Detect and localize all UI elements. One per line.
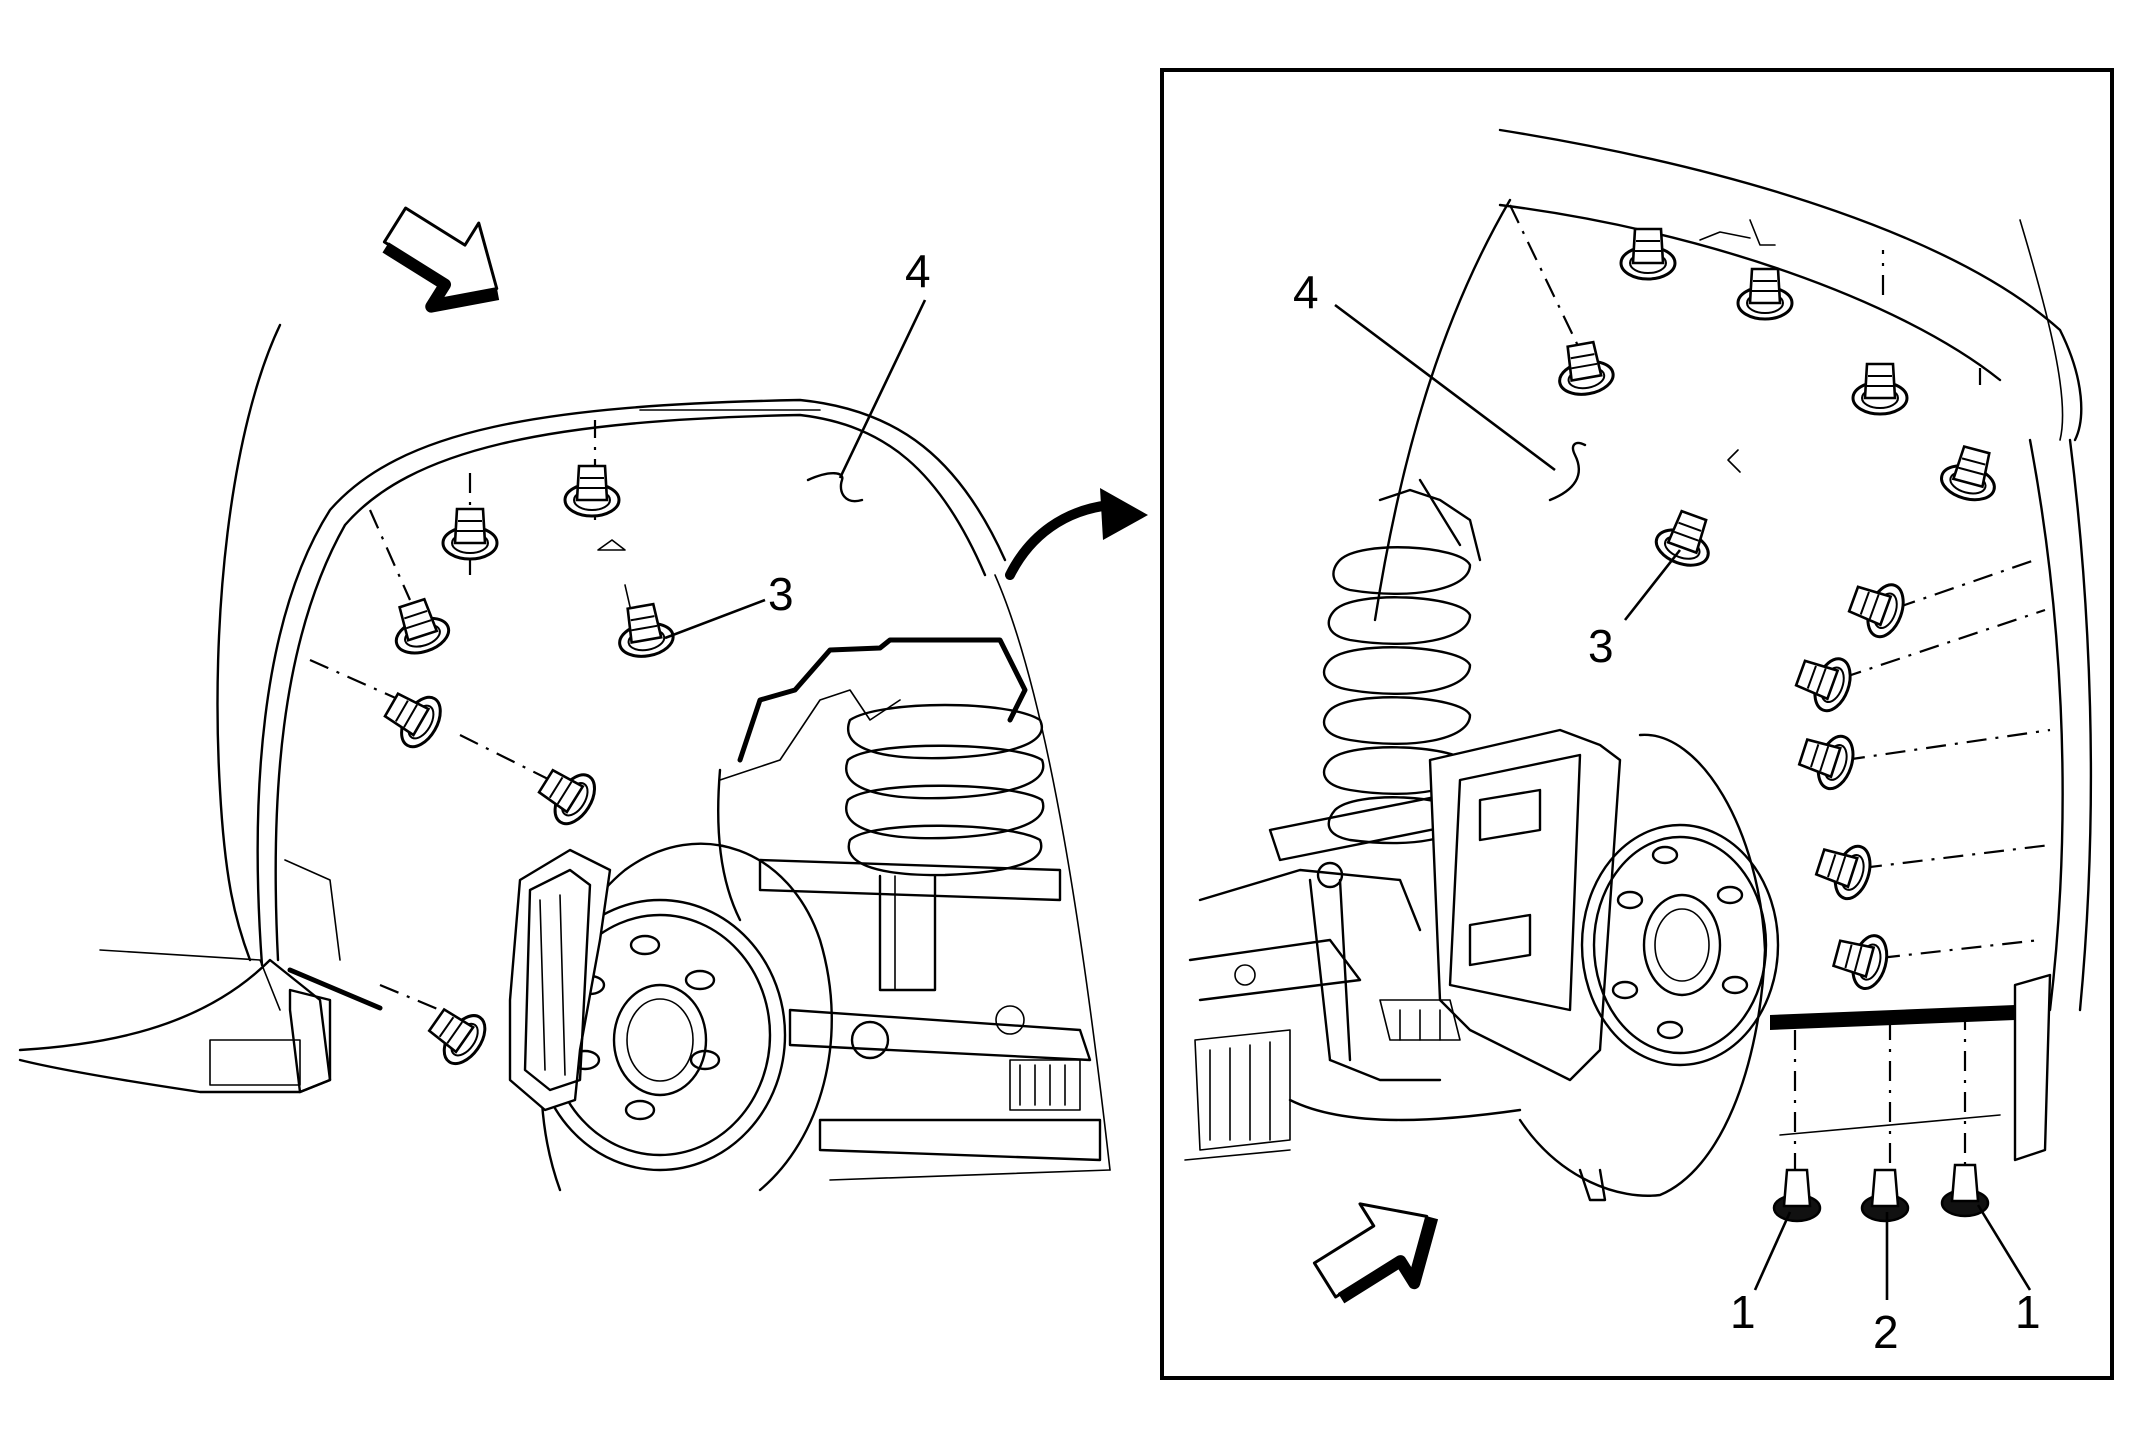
liner-bottom-strip xyxy=(1770,1005,2015,1030)
fastener xyxy=(1789,646,1859,718)
fastener xyxy=(530,756,605,833)
fastener xyxy=(1552,338,1618,400)
fastener xyxy=(441,507,499,561)
bolt xyxy=(1772,1168,1822,1223)
fastener xyxy=(1842,572,1912,644)
callout-liner: 4 xyxy=(905,245,931,297)
detail-transition-arrow-icon xyxy=(1005,488,1148,580)
callout-bolt-left: 1 xyxy=(1730,1286,1756,1338)
fastener xyxy=(1736,267,1794,321)
fastener xyxy=(563,464,621,518)
fastener xyxy=(1851,362,1909,416)
fastener xyxy=(384,593,455,661)
fastener xyxy=(1936,441,2005,507)
liner-callout-symbol-detail xyxy=(1548,441,1587,502)
callout-liner-detail: 4 xyxy=(1293,266,1319,318)
liner-lower-edge xyxy=(1779,1114,2001,1136)
liner-edge-inner xyxy=(274,413,987,962)
bumper-cover xyxy=(18,958,332,1094)
overview-view: 4 3 xyxy=(18,186,1148,1192)
fastener xyxy=(1793,724,1861,795)
wheel-opening-flare xyxy=(256,398,1007,967)
coil-spring xyxy=(845,703,1045,992)
callout-fastener-detail: 3 xyxy=(1588,620,1614,672)
detail-frame xyxy=(1160,68,2114,1380)
brake-caliper xyxy=(508,848,612,1112)
fender-outline xyxy=(216,323,282,962)
detail-view: 4 3 1 2 1 xyxy=(1160,68,2114,1380)
callout-bolt-right: 1 xyxy=(2015,1286,2041,1338)
frame-outline xyxy=(737,637,1028,763)
fastener xyxy=(1649,504,1721,574)
callout-fastener: 3 xyxy=(768,568,794,620)
detail-direction-arrow-icon xyxy=(1301,1175,1457,1322)
fastener xyxy=(419,996,495,1073)
fastener xyxy=(1828,925,1894,994)
callout-push-pin: 2 xyxy=(1873,1306,1899,1358)
view-direction-arrow-icon xyxy=(369,186,525,333)
fastener xyxy=(1810,834,1878,905)
fastener xyxy=(376,680,450,755)
fastener xyxy=(612,600,678,662)
brake-caliper-detail xyxy=(1379,728,1622,1082)
push-pin xyxy=(1860,1168,1910,1223)
brake-rotor-detail xyxy=(1518,733,1780,1202)
liner-callout-symbol xyxy=(806,472,864,503)
